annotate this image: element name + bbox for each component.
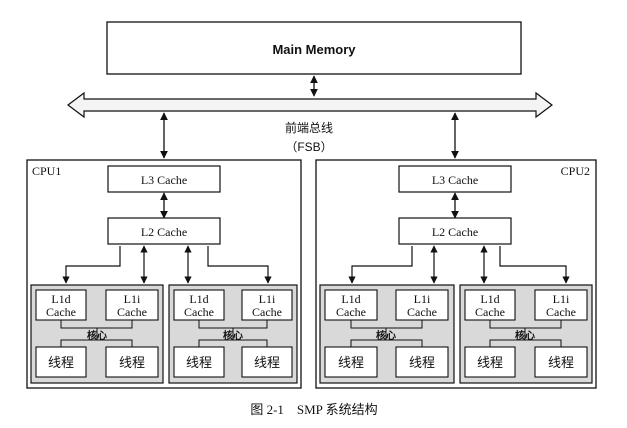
thread-wires [489,339,562,347]
cpu2-frame [315,159,597,389]
cpu1-core2: L1d Cache L1i Cache 核心 线程 线程 [168,284,298,384]
thread-label: 线程 [186,355,212,370]
l1i-sub: Cache [252,305,282,319]
l1d-cache [324,289,378,321]
thread-box [173,346,225,378]
cpu1-l2-cache [107,217,221,245]
l1i-sub: Cache [546,305,576,319]
cpu1-l2-core1-l1d-link [62,246,121,284]
thread-label: 线程 [548,355,574,370]
l1d-sub: Cache [336,305,366,319]
cpu1-label: CPU1 [32,164,61,178]
thread-label: 线程 [119,355,145,370]
l1i-sub: Cache [117,305,147,319]
cpu2-l2-core2-l1i-link [499,246,570,284]
cpu1-l2-label: L2 Cache [141,225,187,239]
thread-wires [350,339,423,347]
cpu2-core2: L1d Cache L1i Cache 核心 线程 线程 [459,284,593,384]
l1d-sub: Cache [46,305,76,319]
l1d-cache [173,289,225,321]
cpu1-l2-core2-l1i-link [207,246,272,284]
thread-label: 线程 [409,355,435,370]
thread-box [241,346,293,378]
core-label: 核心 [376,329,396,342]
cpu2-l2-cache [398,217,512,245]
cpu1-frame [26,159,302,389]
thread-box [395,346,449,378]
l1i-cache [534,289,588,321]
thread-box [464,346,516,378]
thread-wires [60,339,133,347]
l1d-label: L1d [51,292,70,306]
l1d-label: L1d [341,292,360,306]
cpu2-core1: L1d Cache L1i Cache 核心 线程 线程 [319,284,455,384]
main-memory-label: Main Memory [272,42,356,57]
figure-caption: 图 2-1 SMP 系统结构 [250,402,377,417]
l1d-label: L1d [189,292,208,306]
l1i-label: L1i [414,292,431,306]
cpu2-l3-label: L3 Cache [432,173,478,187]
l1i-label: L1i [553,292,570,306]
thread-box [324,346,378,378]
thread-box [534,346,588,378]
thread-label: 线程 [48,355,74,370]
thread-box [35,346,87,378]
l1i-sub: Cache [407,305,437,319]
l1d-label: L1d [480,292,499,306]
l1i-label: L1i [259,292,276,306]
cpu1-core1: L1d Cache L1i Cache 核心 线程 线程 [30,284,164,384]
bus-abbrev: （FSB） [285,140,332,154]
cpu1-l3-label: L3 Cache [141,173,187,187]
thread-label: 线程 [338,355,364,370]
thread-box [105,346,159,378]
front-side-bus [67,91,553,119]
main-memory-box [106,21,522,75]
thread-label: 线程 [254,355,280,370]
cpu2-label: CPU2 [561,164,590,178]
cpu2-l3-cache [398,165,512,193]
l1i-cache [105,289,159,321]
bus-label: 前端总线 [285,120,333,135]
cpu2: CPU2 L3 Cache L2 Cache L1d Cache L1i Cac… [315,159,597,389]
l1d-sub: Cache [475,305,505,319]
thread-label: 线程 [477,355,503,370]
core-label: 核心 [87,329,107,342]
thread-wires [198,339,268,347]
cpu2-l2-label: L2 Cache [432,225,478,239]
cpu1-l3-cache [107,165,221,193]
cpu2-l2-core1-l1d-link [348,246,413,284]
l1i-label: L1i [124,292,141,306]
l1i-cache [395,289,449,321]
l1d-sub: Cache [184,305,214,319]
l1d-cache [464,289,516,321]
core-label: 核心 [515,329,535,342]
core-label: 核心 [223,329,243,342]
cpu1: CPU1 L3 Cache L2 Cache L1d Cache L1i Cac… [26,159,302,389]
